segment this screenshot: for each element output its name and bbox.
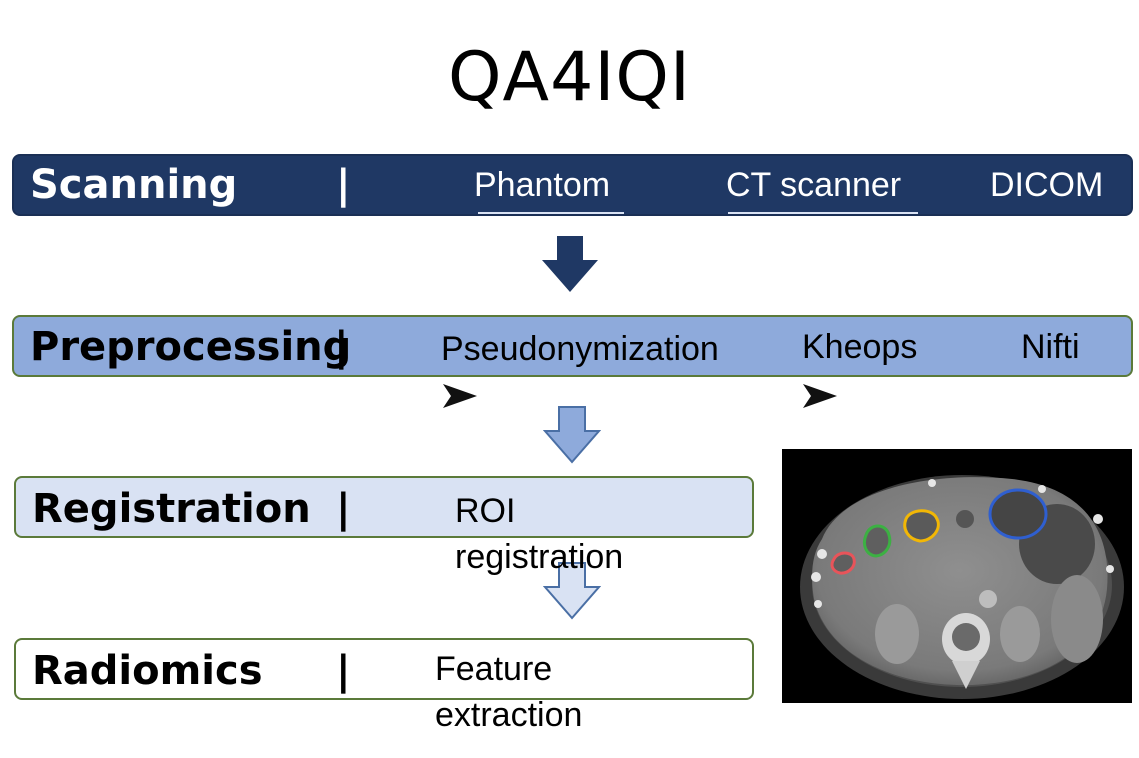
item-ct-scanner: CT scanner [726, 166, 902, 204]
item-dicom: DICOM [990, 166, 1104, 204]
item-feature-extraction: Feature extraction [435, 650, 583, 734]
stage-label-radiomics: Radiomics [32, 648, 263, 694]
item-underline [478, 212, 624, 214]
stage-separator: | [336, 648, 351, 694]
stage-separator: | [336, 162, 351, 208]
stage-label-registration: Registration [32, 486, 311, 532]
down-arrow-dark-icon [542, 236, 598, 292]
item-roi-registration: ROI registration [455, 492, 624, 576]
stage-separator: | [336, 486, 351, 532]
item-phantom: Phantom [474, 166, 611, 204]
preprocessing-bar [12, 315, 1133, 377]
item-kheops: Kheops [802, 328, 918, 366]
item-underline [728, 212, 918, 214]
item-nifti: Nifti [1021, 328, 1080, 366]
right-arrowhead-icon [803, 384, 837, 408]
down-arrow-light-icon [543, 562, 601, 620]
down-arrow-mid-icon [543, 406, 601, 464]
stage-label-preprocessing: Preprocessing [30, 324, 352, 370]
ct-scan-image [782, 449, 1132, 703]
ct-scan-illustration [782, 449, 1132, 703]
item-pseudonymization: Pseudonymization [441, 330, 719, 368]
stage-separator: | [334, 324, 349, 370]
radiomics-bar [14, 638, 754, 700]
stage-label-scanning: Scanning [30, 162, 238, 208]
scanning-bar [12, 154, 1133, 216]
registration-bar [14, 476, 754, 538]
right-arrowhead-icon [443, 384, 477, 408]
diagram-title: QA4IQI [448, 38, 691, 117]
